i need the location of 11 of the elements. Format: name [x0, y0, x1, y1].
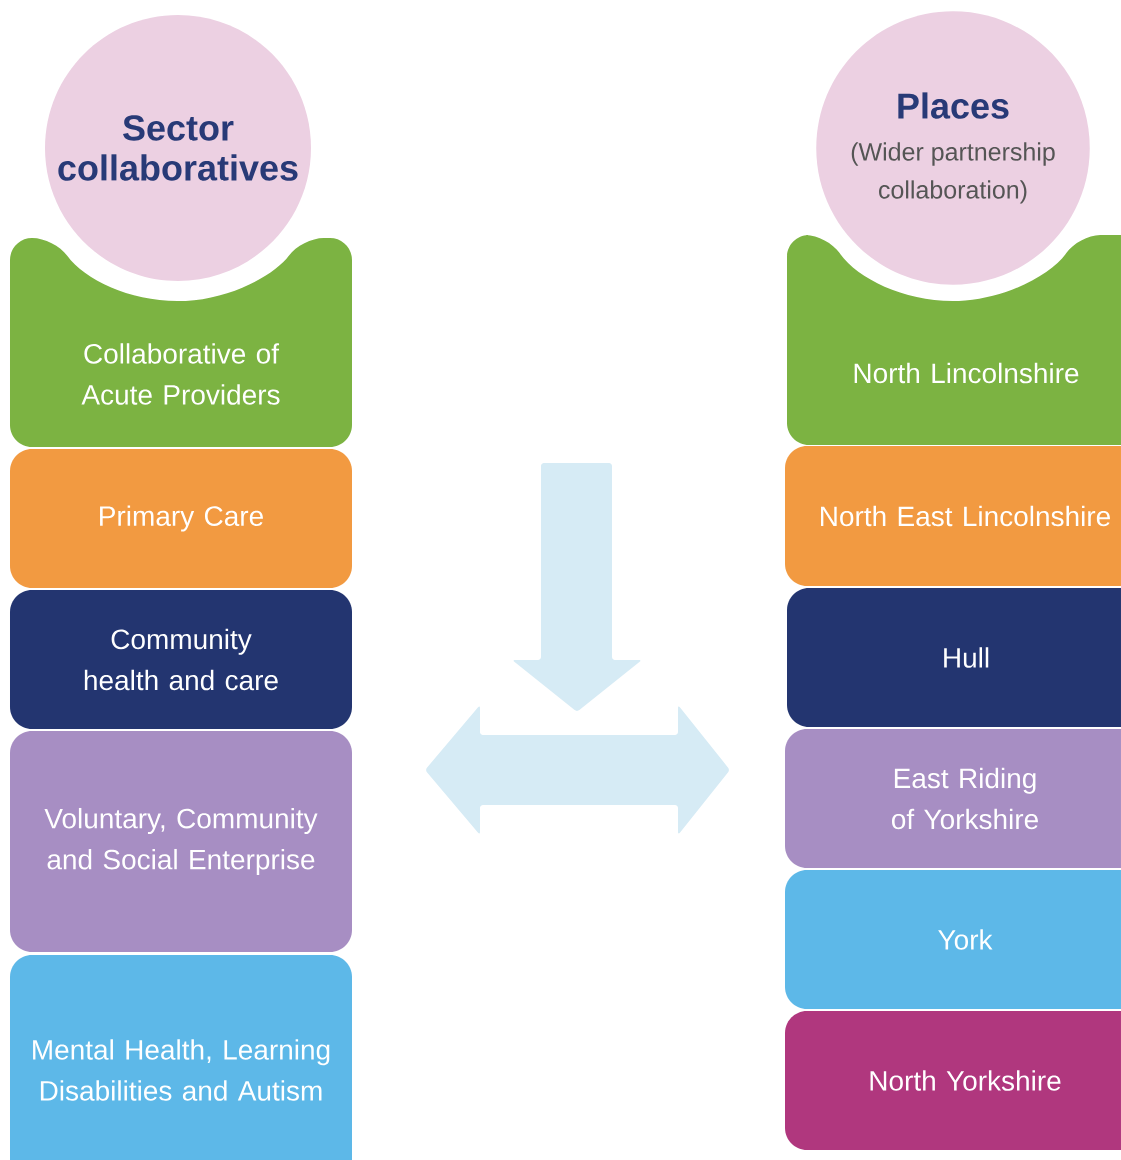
category-box: North Yorkshire [785, 1011, 1121, 1150]
category-box: Mental Health, Learning Disabilities and Autism [10, 955, 352, 1160]
category-box: North East Lincolnshire [785, 446, 1121, 586]
category-box: Hull [787, 588, 1121, 727]
category-box: Community health and care [10, 590, 352, 729]
category-box: York [785, 870, 1121, 1009]
category-box: North Lincolnshire [787, 235, 1121, 445]
category-box: East Riding of Yorkshire [785, 729, 1121, 868]
category-box: Primary Care [10, 449, 352, 588]
category-box: Voluntary, Community and Social Enterprise [10, 731, 352, 952]
category-box: Collaborative of Acute Providers [10, 238, 352, 447]
